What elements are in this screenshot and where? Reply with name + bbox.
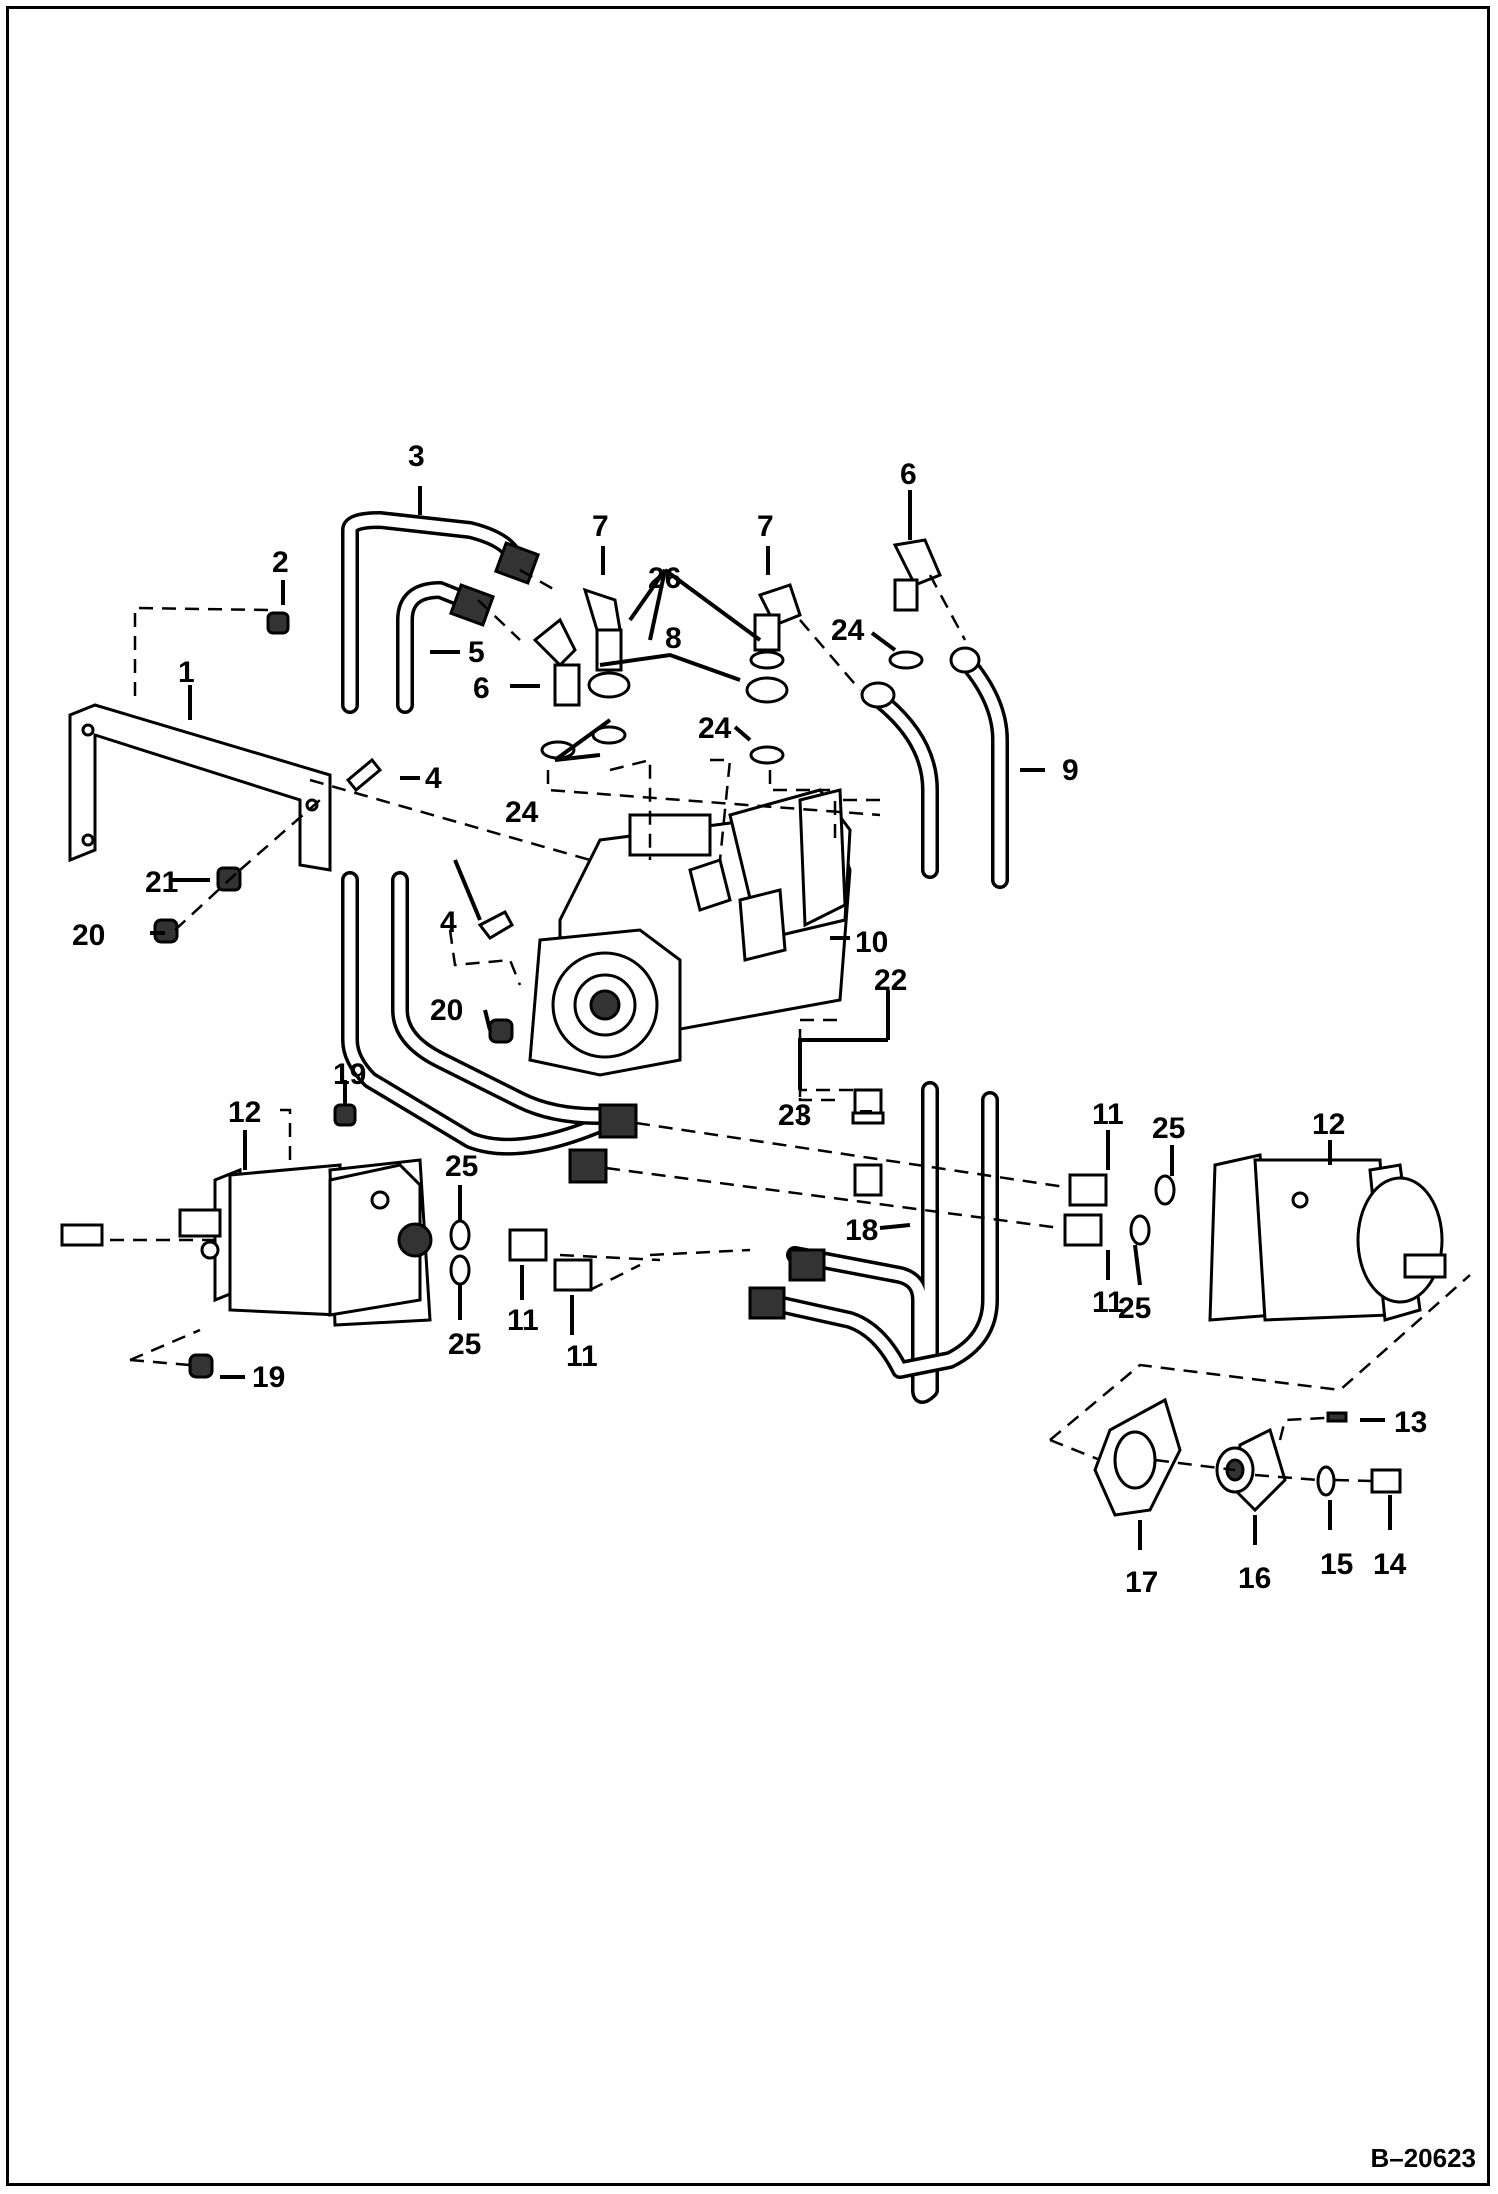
callout-18: 18 xyxy=(845,1214,878,1247)
callout-15: 15 xyxy=(1320,1548,1353,1581)
small-hardware xyxy=(60,611,1402,1497)
figure-id: B–20623 xyxy=(1370,2143,1476,2173)
callout-10: 10 xyxy=(855,926,888,959)
adapter-plate xyxy=(1093,1397,1182,1517)
callout-17: 17 xyxy=(1125,1566,1158,1599)
assembly-dashed-lines xyxy=(110,568,1471,1483)
callout-22: 22 xyxy=(874,964,907,997)
callout-20: 20 xyxy=(430,994,463,1027)
callout-12: 12 xyxy=(1312,1108,1345,1141)
hose-18 xyxy=(748,1081,999,1404)
callout-19: 19 xyxy=(333,1058,366,1091)
hose-5 xyxy=(396,581,496,714)
callout-8: 8 xyxy=(665,622,682,655)
hydrostatic-pump xyxy=(528,788,852,1077)
callout-6: 6 xyxy=(473,672,490,705)
callout-6: 6 xyxy=(900,458,917,491)
callout-16: 16 xyxy=(1238,1562,1271,1595)
callout-13: 13 xyxy=(1394,1406,1427,1439)
callout-11: 11 xyxy=(507,1304,539,1337)
callout-7: 7 xyxy=(592,510,609,543)
callout-11: 11 xyxy=(566,1340,598,1373)
callout-24: 24 xyxy=(831,614,865,647)
long-hoses-lower-left xyxy=(341,871,638,1184)
callout-3: 3 xyxy=(408,440,425,473)
callout-labels: 1 2 3 4 4 5 6 6 7 7 8 9 10 11 11 11 11 1… xyxy=(72,440,1427,1599)
callout-14: 14 xyxy=(1373,1548,1407,1581)
left-gear-pump xyxy=(178,1158,433,1327)
callout-7: 7 xyxy=(757,510,774,543)
callout-20: 20 xyxy=(72,919,105,952)
callout-25: 25 xyxy=(445,1150,478,1183)
mounting-bracket xyxy=(68,703,332,872)
diagram-frame xyxy=(6,6,1490,2186)
callout-25: 25 xyxy=(1118,1292,1151,1325)
leader-lines xyxy=(150,486,1392,1550)
hose-9 xyxy=(860,646,1009,889)
callout-24: 24 xyxy=(505,796,539,829)
callout-9: 9 xyxy=(1062,754,1079,787)
callout-25: 25 xyxy=(448,1328,481,1361)
callout-12: 12 xyxy=(228,1096,261,1129)
hose-3 xyxy=(341,511,541,714)
callout-25: 25 xyxy=(1152,1112,1185,1145)
callout-24: 24 xyxy=(698,712,732,745)
callout-2: 2 xyxy=(272,546,289,579)
callout-5: 5 xyxy=(468,636,485,669)
callout-23: 23 xyxy=(778,1099,811,1132)
callout-11: 11 xyxy=(1092,1286,1124,1319)
callout-4: 4 xyxy=(425,762,442,795)
callout-1: 1 xyxy=(178,656,195,689)
callout-19: 19 xyxy=(252,1361,285,1394)
right-gear-pump xyxy=(1208,1153,1447,1322)
callout-4: 4 xyxy=(440,906,457,939)
callout-21: 21 xyxy=(145,866,178,899)
callout-26: 26 xyxy=(648,562,681,595)
callout-11: 11 xyxy=(1092,1098,1124,1131)
